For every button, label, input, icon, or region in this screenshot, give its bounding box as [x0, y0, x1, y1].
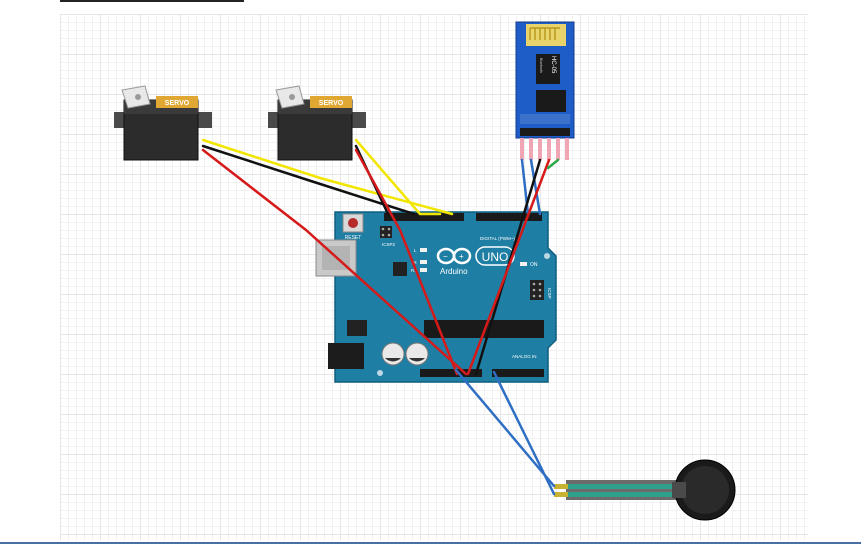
- wire-fsr-power: [454, 368, 556, 488]
- wires: [201, 138, 560, 496]
- wire-servo1-ground: [201, 144, 416, 216]
- wire-servo2-power: [354, 148, 459, 376]
- wire-bt-green: [546, 158, 560, 170]
- led-rx-label: RX: [411, 268, 417, 273]
- wire-servo1-power: [201, 148, 468, 376]
- led-l: [420, 248, 427, 252]
- servo-1-label: SERVO: [165, 100, 190, 107]
- breadboard-grid-canvas[interactable]: [60, 14, 808, 540]
- servo-motor-1[interactable]: SERVO: [114, 85, 212, 161]
- uno-label: UNO: [482, 250, 509, 264]
- wire-bt-vcc: [466, 158, 551, 376]
- svg-text:+: +: [459, 252, 464, 261]
- arduino-brand-label: Arduino: [440, 267, 468, 276]
- hc05-bluetooth-module[interactable]: HC-05 Bluetooth: [515, 21, 575, 160]
- led-tx: [420, 260, 427, 264]
- bottom-divider: [0, 542, 861, 544]
- icsp2-label: ICSP2: [382, 242, 396, 247]
- capacitor-1: [381, 342, 405, 366]
- led-on-label: ON: [530, 262, 538, 268]
- capacitor-2: [405, 342, 429, 366]
- wire-bt-rxd: [529, 158, 542, 216]
- servo-2-label: SERVO: [319, 100, 344, 107]
- digital-header: [384, 213, 542, 221]
- digital-label: DIGITAL (PWM~): [480, 236, 515, 241]
- power-jack: [328, 343, 364, 369]
- wire-servo2-signal: [354, 138, 442, 216]
- arduino-uno-board[interactable]: RESET ICSP2 L TX RX − + UNO Arduino ON: [315, 211, 557, 383]
- reset-label: RESET: [345, 235, 362, 241]
- force-sensitive-resistor[interactable]: [554, 459, 736, 521]
- hc05-model-label: HC-05: [550, 56, 556, 74]
- usb-chip: [393, 262, 407, 276]
- hc05-subtitle: Bluetooth: [539, 58, 543, 73]
- top-divider: [60, 0, 244, 2]
- led-rx: [420, 268, 427, 272]
- wire-fsr-analog: [492, 370, 556, 496]
- analog-header: [492, 369, 544, 377]
- icsp-header: [530, 280, 544, 300]
- analog-label: ANALOG IN: [512, 354, 537, 359]
- led-l-label: L: [414, 248, 417, 253]
- hc05-pin-header: [520, 128, 570, 160]
- voltage-regulator: [347, 320, 367, 336]
- servo-motor-2[interactable]: SERVO: [268, 85, 366, 161]
- power-header: [420, 369, 482, 377]
- led-on: [520, 262, 527, 266]
- svg-text:−: −: [443, 252, 448, 261]
- icsp-label: ICSP: [547, 288, 552, 299]
- icsp2-header: [380, 226, 392, 238]
